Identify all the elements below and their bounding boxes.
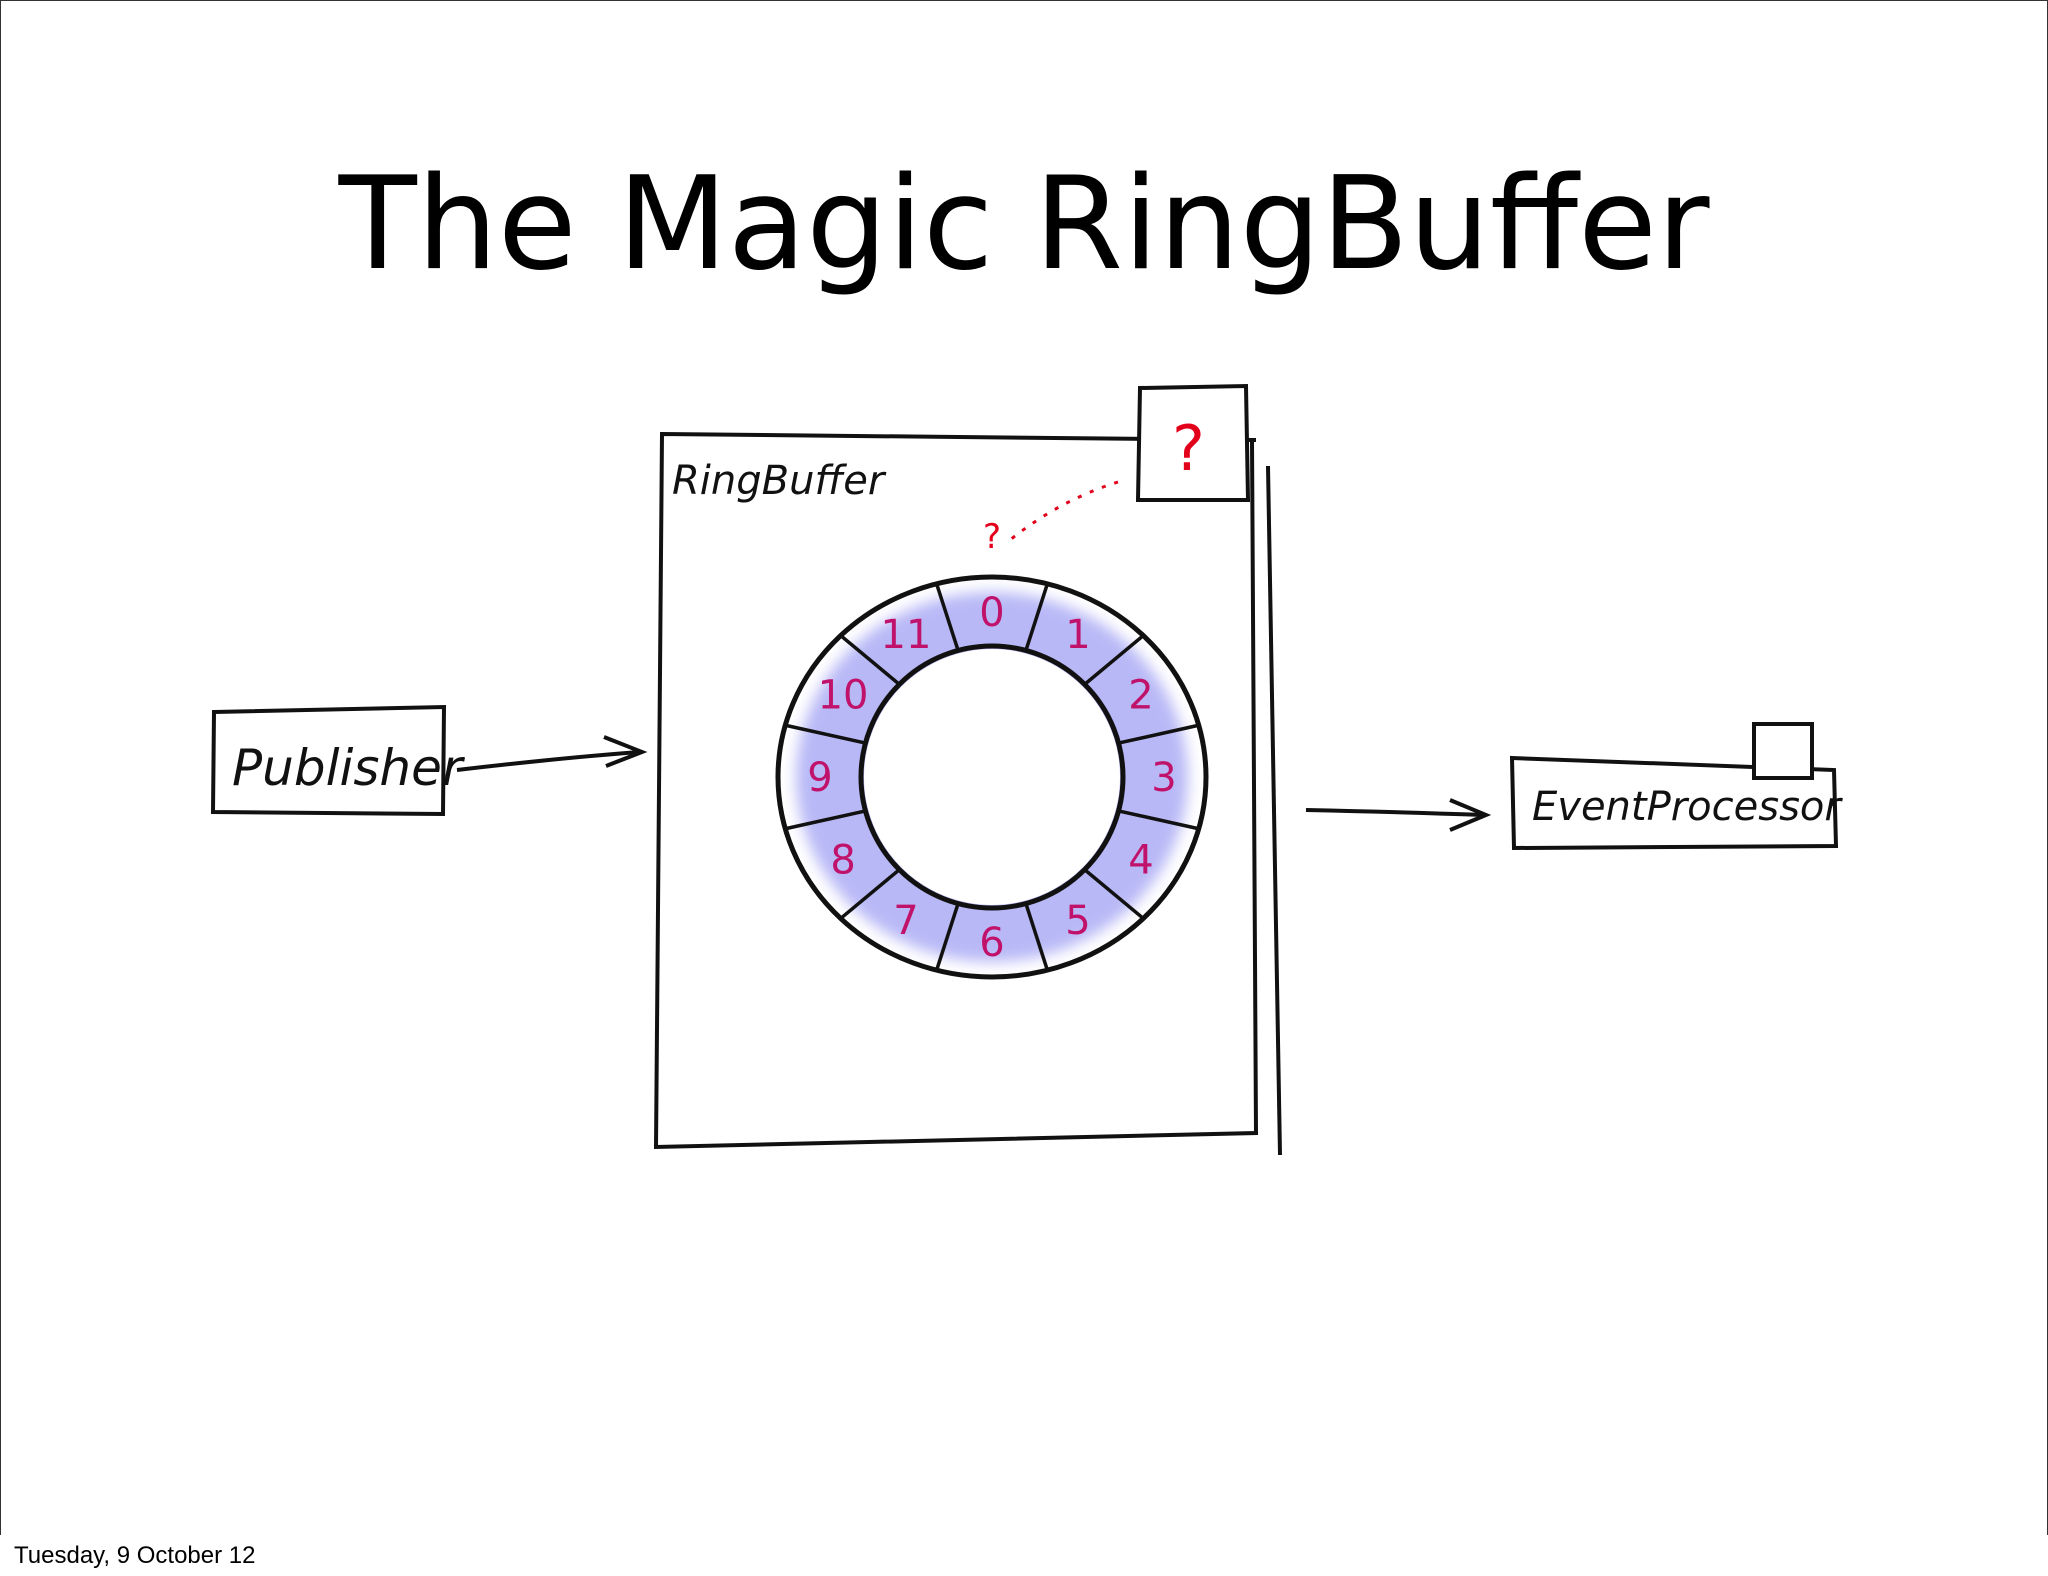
eventprocessor-box: EventProcessor	[1509, 722, 1843, 851]
publisher-label: Publisher	[232, 739, 466, 797]
footer-date: Tuesday, 9 October 12	[14, 1542, 256, 1569]
slot-divider	[1024, 902, 1050, 971]
slot-divider	[934, 902, 960, 971]
ring-slot-10: 10	[818, 673, 869, 719]
slot-divider	[839, 868, 901, 920]
sequence-box: ?	[1135, 383, 1256, 502]
ring-slot-4: 4	[1128, 838, 1153, 884]
ring-slot-0: 0	[979, 590, 1004, 636]
ring: 0 12 3 45 6 78 9 10 11	[775, 574, 1209, 980]
ringbuffer-label: RingBuffer	[672, 458, 887, 504]
sequence-question-mark: ?	[1172, 412, 1205, 485]
publisher-box: Publisher	[210, 704, 466, 817]
eventprocessor-label: EventProcessor	[1532, 784, 1843, 830]
ring-slot-6: 6	[979, 920, 1004, 966]
ring-slot-8: 8	[830, 838, 855, 884]
footer-bar	[0, 1535, 2048, 1576]
pointer-question-mark: ?	[983, 517, 1001, 557]
ring-slot-1: 1	[1065, 612, 1090, 658]
slot-divider	[1118, 723, 1200, 745]
slot-divider	[784, 723, 866, 745]
ring-slot-11: 11	[881, 612, 932, 658]
slot-divider	[934, 583, 960, 652]
ring-slot-7: 7	[893, 898, 918, 944]
slot-divider	[839, 634, 901, 686]
pointer-dotted-line: ?	[983, 480, 1119, 557]
arrow-publisher-to-ringbuffer	[456, 735, 648, 772]
slot-divider	[1024, 583, 1050, 652]
ring-slot-9: 9	[807, 755, 832, 801]
slide-title: The Magic RingBuffer	[338, 150, 1710, 299]
slot-divider	[1118, 809, 1200, 831]
ring-slot-2: 2	[1128, 673, 1153, 719]
ring-slot-5: 5	[1065, 898, 1090, 944]
ring-slot-3: 3	[1151, 755, 1176, 801]
slot-divider	[1083, 868, 1145, 920]
slot-divider	[1083, 634, 1145, 686]
arrow-ringbuffer-to-eventprocessor	[1305, 798, 1492, 832]
slot-divider	[784, 809, 866, 831]
ringbuffer-box: RingBuffer	[653, 431, 1282, 1156]
